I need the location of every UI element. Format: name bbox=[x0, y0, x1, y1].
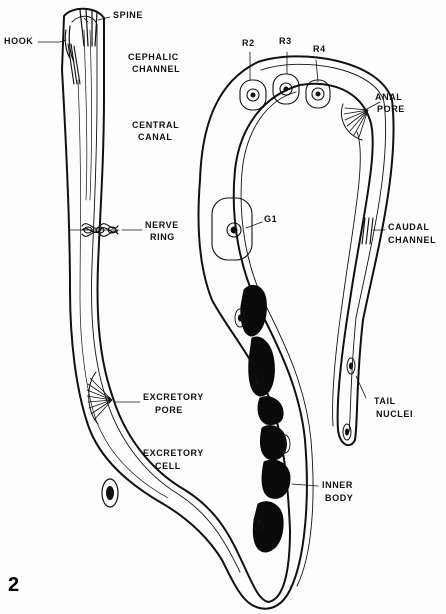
spine-structure bbox=[80, 9, 97, 46]
label-anal-pore-line2: PORE bbox=[377, 104, 405, 115]
label-r3: R3 bbox=[279, 36, 292, 47]
body-outer-outline bbox=[62, 9, 394, 609]
label-nerve-ring-line1: NERVE bbox=[145, 220, 179, 231]
anal-pore-structure bbox=[341, 104, 368, 140]
label-r2: R2 bbox=[242, 38, 255, 49]
label-hook: HOOK bbox=[4, 36, 33, 47]
label-anal-pore-line1: ANAL bbox=[375, 92, 402, 103]
label-spine: SPINE bbox=[113, 10, 143, 21]
label-cephalic-channel-line1: CEPHALIC bbox=[128, 52, 179, 63]
label-excretory-pore-line1: EXCRETORY bbox=[143, 392, 204, 403]
label-nerve-ring-line2: RING bbox=[150, 232, 175, 243]
label-tail-nuclei-line1: TAIL bbox=[374, 396, 396, 407]
label-g1: G1 bbox=[264, 214, 277, 225]
label-central-canal-line1: CENTRAL bbox=[132, 120, 179, 131]
excretory-cell-nucleus bbox=[106, 486, 114, 500]
label-tail-nuclei-line2: NUCLEI bbox=[376, 409, 413, 420]
label-caudal-channel-line1: CAUDAL bbox=[388, 222, 430, 233]
figure-number: 2 bbox=[8, 574, 19, 597]
label-excretory-pore-line2: PORE bbox=[155, 405, 183, 416]
label-cephalic-channel-line2: CHANNEL bbox=[132, 64, 180, 75]
label-excretory-cell-line1: EXCRETORY bbox=[143, 448, 204, 459]
inner-body-structure bbox=[241, 285, 290, 552]
label-inner-body-line2: BODY bbox=[325, 493, 353, 504]
label-central-canal-line2: CANAL bbox=[138, 132, 173, 143]
label-inner-body-line1: INNER bbox=[322, 480, 353, 491]
g1-nucleus bbox=[231, 227, 238, 234]
label-r4: R4 bbox=[313, 44, 326, 55]
label-caudal-channel-line2: CHANNEL bbox=[388, 235, 436, 246]
r-cells bbox=[240, 74, 330, 110]
label-excretory-cell-line2: CELL bbox=[155, 461, 181, 472]
central-canal-lines bbox=[84, 30, 92, 200]
